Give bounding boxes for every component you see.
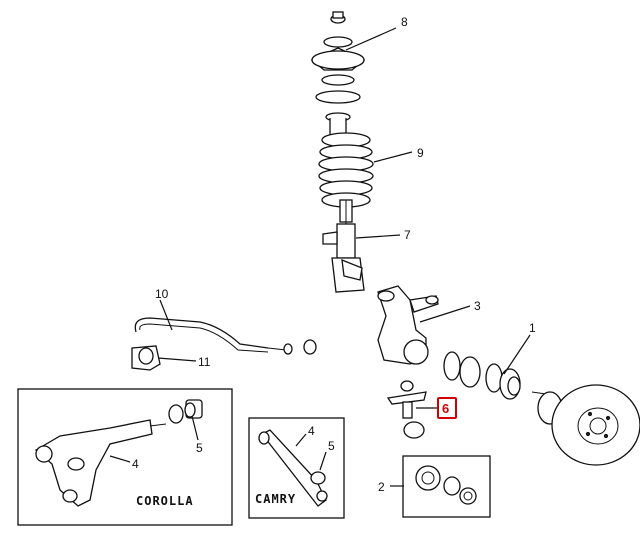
camry-callout-5: 5	[328, 439, 335, 453]
callout-6: 6	[442, 401, 449, 416]
camry-caption: CAMRY	[255, 492, 296, 506]
shock-absorber	[322, 200, 365, 293]
brake-rotor	[531, 384, 640, 466]
callout-2: 2	[378, 480, 385, 494]
strut-upper-mount	[310, 11, 366, 141]
stabilizer-bushing	[131, 345, 161, 371]
callout-3: 3	[474, 299, 481, 313]
corolla-caption: COROLLA	[136, 494, 194, 508]
corolla-callout-5: 5	[196, 441, 203, 455]
callout-7: 7	[404, 228, 411, 242]
callout-8: 8	[401, 15, 408, 29]
camry-callout-4: 4	[308, 424, 315, 438]
callout-9: 9	[417, 146, 424, 160]
callout-1: 1	[529, 321, 536, 335]
callout-10: 10	[155, 287, 169, 301]
bearing-kit-inset: 2	[378, 455, 491, 518]
coil-spring	[318, 132, 374, 223]
steering-knuckle	[377, 285, 439, 365]
stabilizer-bar	[134, 317, 317, 355]
hub-bearing-assembly	[443, 351, 521, 400]
callout-11: 11	[198, 355, 211, 369]
corolla-callout-4: 4	[132, 457, 139, 471]
corolla-inset: 4 5 COROLLA	[17, 388, 233, 526]
camry-inset: 4 5 CAMRY	[248, 417, 345, 519]
callout-6-highlight[interactable]: 6	[437, 397, 457, 419]
ball-joint	[386, 380, 427, 439]
